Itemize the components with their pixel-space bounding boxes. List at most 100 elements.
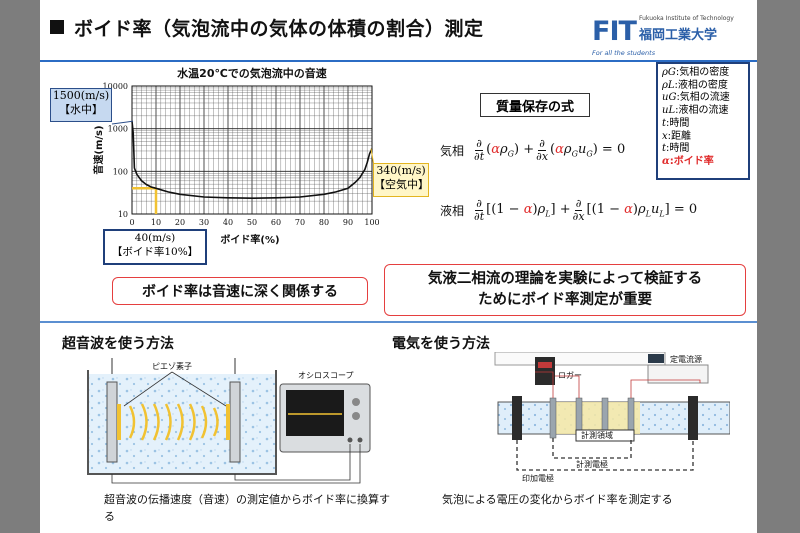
legend-symbol: t — [662, 143, 667, 155]
callout-water-label: 【水中】 — [59, 103, 103, 116]
ultrasonic-diagram: ピエゾ素子 オシロスコープ — [87, 358, 371, 484]
callout-air-value: 340(m/s) — [376, 164, 426, 177]
message-left: ボイド率は音速に深く関係する — [112, 277, 368, 305]
electric-diagram: 定電流源 ロガー 計測領域 計測電極 印加電極 — [494, 352, 730, 483]
x-tick-label: 30 — [199, 218, 209, 227]
slide: ボイド率（気泡流中の気体の体積の割合）測定 FIT Fukuoka Instit… — [40, 0, 757, 533]
section-electric-title: 電気を使う方法 — [392, 336, 490, 352]
callout-void-label: 【ボイド率10%】 — [111, 246, 199, 258]
header-divider — [40, 60, 757, 62]
legend-item: α:ボイド率 — [662, 156, 744, 169]
equations-title: 質量保存の式 — [480, 93, 590, 117]
message-right: 気液二相流の理論を実験によって検証する ためにボイド率測定が重要 — [384, 264, 746, 316]
callout-air-label: 【空気中】 — [374, 178, 429, 191]
callout-void: 40(m/s) 【ボイド率10%】 — [103, 229, 207, 265]
section-ultrasonic-title: 超音波を使う方法 — [62, 336, 174, 352]
legend-item: ρG:気相の密度 — [662, 67, 744, 80]
x-tick-label: 0 — [129, 218, 134, 227]
legend-item: uG:気相の流速 — [662, 92, 744, 105]
x-tick-label: 50 — [247, 218, 257, 227]
legend-text: :時間 — [666, 143, 690, 155]
y-tick-label: 100 — [113, 167, 128, 176]
legend-text: :気相の密度 — [675, 67, 730, 78]
message-right-line1: 気液二相流の理論を実験によって検証する — [427, 271, 703, 287]
legend-item: t:時間 — [662, 143, 744, 156]
legend-symbol: t — [662, 117, 667, 129]
callout-water-value: 1500(m/s) — [52, 89, 110, 102]
apply-electrode-label: 印加電極 — [522, 473, 554, 483]
legend-symbol: ρG — [662, 67, 676, 78]
x-tick-label: 40 — [223, 218, 233, 227]
oscilloscope-label: オシロスコープ — [298, 371, 354, 380]
legend-item: x:距離 — [662, 131, 744, 144]
x-axis-label: ボイド率(%) — [220, 233, 279, 246]
y-axis-label: 音速(m/s) — [92, 125, 105, 174]
legend-item: uL:液相の流速 — [662, 105, 744, 118]
x-tick-label: 100 — [364, 218, 379, 227]
legend-text: :液相の流速 — [675, 105, 729, 117]
region-label: 計測領域 — [581, 430, 613, 440]
equation-liquid: 液相 ∂∂t [(1 − α)ρL] + ∂∂x [(1 − α)ρLuL] =… — [440, 197, 698, 223]
partial-x: ∂∂x — [536, 137, 549, 163]
x-tick-label: 20 — [175, 218, 185, 227]
apply-electrode-left — [512, 396, 522, 440]
legend-text: :時間 — [666, 117, 690, 129]
x-tick-label: 10 — [151, 218, 161, 227]
ultrasonic-caption: 超音波の伝播速度（音速）の測定値からボイド率に換算する — [104, 493, 390, 523]
legend-symbol: α — [662, 155, 670, 167]
legend-item: ρL:液相の密度 — [662, 80, 744, 93]
current-source-unit — [494, 352, 666, 366]
piezo-label: ピエゾ素子 — [152, 361, 192, 371]
transducer-right — [229, 381, 241, 463]
legend-text: :ボイド率 — [669, 155, 714, 167]
y-tick-label: 10000 — [103, 82, 128, 91]
callout-air: 340(m/s) 【空気中】 — [373, 163, 429, 197]
x-tick-label: 60 — [271, 218, 281, 227]
chart-title: 水温20℃での気泡流中の音速 — [177, 66, 327, 80]
logo-tagline: For all the students — [592, 49, 656, 57]
message-right-line2: ためにボイド率測定が重要 — [478, 292, 652, 308]
callout-void-value: 40(m/s) — [134, 232, 176, 244]
y-tick-label: 10 — [118, 210, 128, 219]
measure-electrode-label: 計測電極 — [576, 459, 608, 469]
arrow-water — [111, 120, 134, 125]
legend-symbol: x — [662, 130, 668, 142]
section-divider — [40, 321, 757, 323]
partial-x: ∂∂x — [572, 197, 585, 223]
sound-speed-curve — [131, 121, 373, 200]
logo-institute: Fukuoka Institute of Technology — [639, 15, 734, 22]
partial-t: ∂∂t — [474, 197, 485, 223]
tank-wall — [87, 370, 277, 475]
page-title: ボイド率（気泡流中の気体の体積の割合）測定 — [74, 17, 484, 40]
legend-text: :気相の流速 — [676, 92, 730, 104]
transducer-left — [106, 381, 118, 463]
title-bullet-icon — [50, 20, 64, 34]
legend-text: :液相の密度 — [674, 79, 728, 91]
electric-caption: 気泡による電圧の変化からボイド率を測定する — [442, 493, 673, 506]
legend-symbol: ρL — [662, 79, 675, 91]
callout-water: 1500(m/s) 【水中】 — [50, 88, 112, 122]
title-row: ボイド率（気泡流中の気体の体積の割合）測定 — [50, 12, 570, 42]
ultrasonic-waves — [128, 403, 219, 441]
x-tick-label: 90 — [343, 218, 353, 227]
legend-symbol: uL — [662, 105, 676, 117]
y-tick-label: 1000 — [108, 125, 128, 134]
logo-name-jp: 福岡工業大学 — [639, 28, 718, 43]
logo-fit: FIT — [592, 16, 637, 47]
measurement-region — [550, 402, 640, 434]
legend-text: :距離 — [667, 130, 692, 142]
piezo-right — [226, 404, 230, 440]
current-source — [647, 364, 709, 384]
logger — [535, 357, 555, 385]
apply-electrode-right — [688, 396, 698, 440]
x-tick-label: 70 — [295, 218, 305, 227]
logger-label: ロガー — [558, 370, 582, 380]
equation-gas: 気相 ∂∂t (αρG) + ∂∂x (αρGuG) = 0 — [440, 137, 626, 163]
university-logo: FIT Fukuoka Institute of Technology 福岡工業… — [578, 6, 754, 62]
current-source-label: 定電流源 — [670, 354, 702, 364]
legend-item: t:時間 — [662, 118, 744, 131]
piezo-left — [117, 404, 121, 440]
equation-gas-label: 気相 — [440, 144, 465, 158]
